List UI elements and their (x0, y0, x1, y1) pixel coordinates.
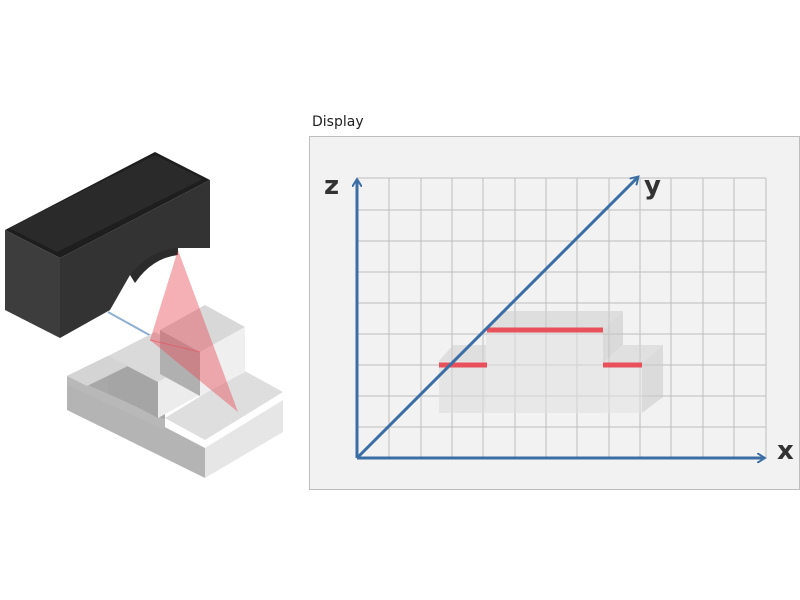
ghost-block (439, 311, 663, 413)
z-axis-label: z (324, 171, 339, 201)
block-base-right (205, 400, 283, 478)
block-mid-left (108, 356, 158, 418)
laser-fan (150, 250, 238, 412)
block-base-top (165, 370, 283, 440)
block-tall-front (200, 327, 245, 396)
block-tall-top (160, 305, 245, 352)
display-title: Display (312, 114, 364, 130)
display-panel: z y x (309, 136, 800, 490)
sensor-top-bevel (9, 155, 203, 252)
block-step-front (67, 376, 165, 430)
y-axis (355, 178, 637, 460)
y-axis-label: y (644, 171, 661, 201)
sensor-notch (130, 248, 178, 283)
block-tall-left (160, 330, 200, 396)
block-ledge-top (67, 356, 128, 386)
sensor-illustration (5, 152, 283, 478)
display-graph: z y x (324, 171, 794, 466)
sensor-front-face (5, 230, 60, 338)
block-base-left (67, 376, 205, 478)
laser-line-left (149, 339, 201, 353)
x-axis-label: x (777, 436, 794, 466)
sensor-side-face (60, 180, 210, 338)
